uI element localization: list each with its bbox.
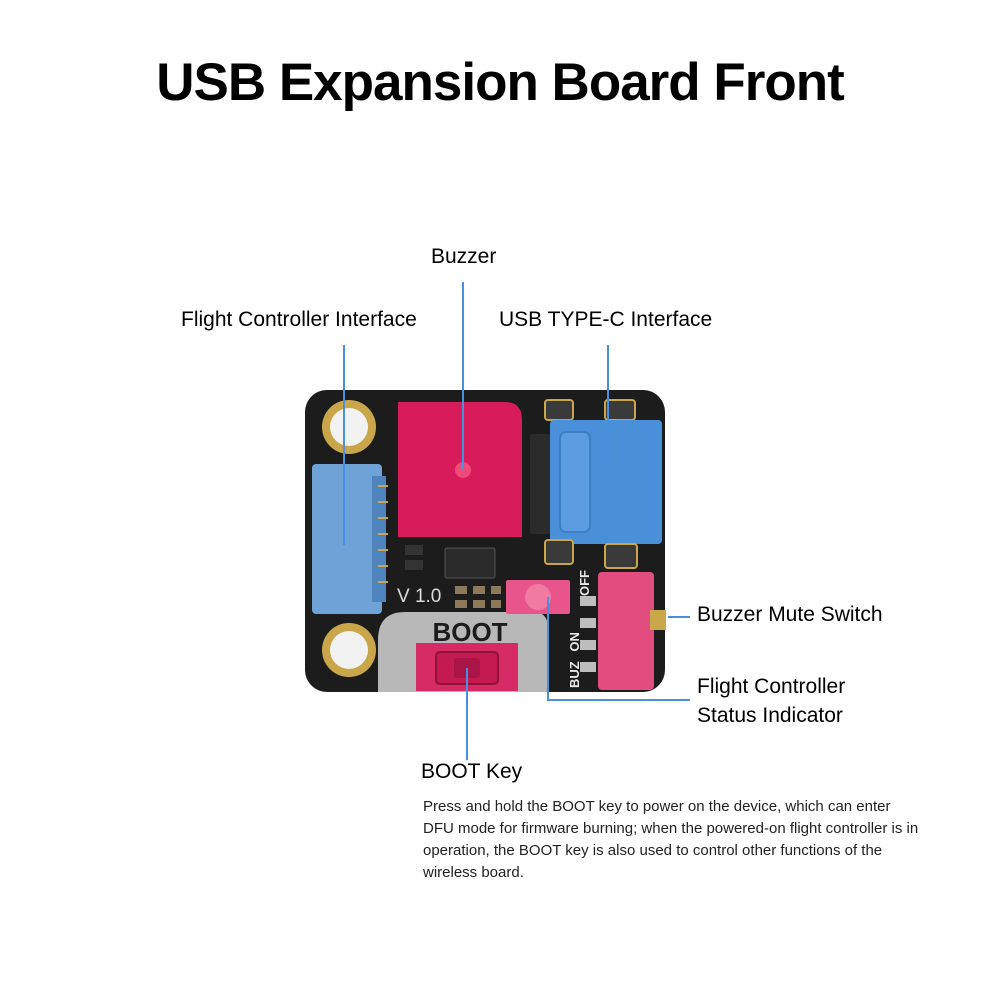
- usb-type-c-connector: [530, 399, 662, 569]
- page-title: USB Expansion Board Front: [156, 53, 845, 112]
- version-silkscreen: V 1.0: [397, 586, 441, 607]
- buz-on-silkscreen: BUZ ON: [567, 632, 582, 688]
- mounting-hole-top: [322, 400, 376, 454]
- smd-components: [405, 545, 501, 608]
- off-silkscreen: OFF: [577, 570, 592, 596]
- buz-silkscreen-text: BUZ: [567, 661, 582, 688]
- label-buzzer-mute-switch: Buzzer Mute Switch: [697, 603, 883, 626]
- label-usb-type-c-interface: USB TYPE-C Interface: [499, 308, 713, 331]
- label-status-indicator-line1: Flight Controller: [697, 675, 846, 698]
- leader-line-status-indicator: [547, 597, 690, 701]
- label-flight-controller-interface: Flight Controller Interface: [181, 308, 417, 331]
- label-boot-key: BOOT Key: [421, 760, 523, 783]
- leader-lines: [343, 282, 690, 760]
- flight-controller-interface-connector: [312, 464, 388, 614]
- boot-silkscreen-label: BOOT: [432, 617, 507, 647]
- label-status-indicator-line2: Status Indicator: [697, 704, 843, 727]
- flight-controller-status-indicator: [506, 580, 570, 614]
- on-silkscreen-text: ON: [567, 632, 582, 652]
- mounting-hole-bottom: [322, 623, 376, 677]
- label-buzzer: Buzzer: [431, 245, 497, 268]
- buzzer: [398, 402, 522, 537]
- boot-key-description: Press and hold the BOOT key to power on …: [423, 798, 919, 881]
- buzzer-mute-switch: [580, 572, 666, 690]
